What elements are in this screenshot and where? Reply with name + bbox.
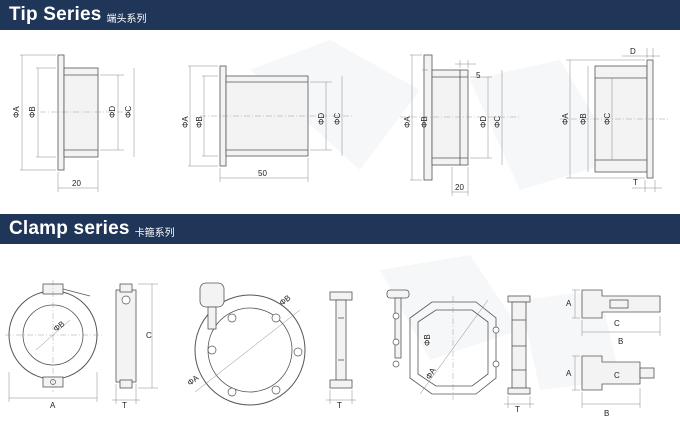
tip-drawing-3: ΦA ΦB ΦD ΦC 5 20 bbox=[400, 54, 520, 196]
dim-phi-c: ΦC bbox=[493, 116, 502, 128]
clamp-drawing-3-front: ΦB ΦA bbox=[386, 289, 500, 400]
dim-phi-d: ΦD bbox=[479, 116, 488, 128]
dim-phi-c: ΦC bbox=[603, 113, 612, 125]
clamp-series-banner: Clamp series 卡箍系列 bbox=[0, 214, 680, 244]
clamp-series-subtitle: 卡箍系列 bbox=[134, 227, 175, 239]
clamp-drawing-4-top: A C B bbox=[566, 289, 661, 346]
tip-drawing-4: ΦA ΦB ΦC D T bbox=[560, 47, 670, 192]
tip-series-banner: Tip Series 端头系列 bbox=[0, 0, 680, 30]
tip-series-drawings: ΦA ΦB ΦD ΦC 20 ΦA ΦB bbox=[12, 40, 670, 196]
dim-phi-b: ΦB bbox=[28, 106, 37, 118]
dim-d: D bbox=[630, 47, 636, 56]
tip-series-subtitle: 端头系列 bbox=[106, 13, 147, 25]
dim-phi-b: ΦB bbox=[278, 293, 293, 307]
clamp-drawing-2-front: ΦB ΦA bbox=[186, 282, 306, 406]
dim-gap-5: 5 bbox=[476, 71, 481, 80]
dim-t: T bbox=[633, 178, 638, 187]
watermark-logo bbox=[250, 40, 620, 190]
tip-drawing-1: ΦA ΦB ΦD ΦC 20 bbox=[12, 54, 135, 192]
dim-c: C bbox=[614, 371, 620, 380]
tip-series-title: Tip Series bbox=[9, 4, 102, 25]
clamp-drawing-2-side: T bbox=[326, 291, 356, 410]
dim-phi-a: ΦA bbox=[181, 116, 190, 128]
dim-phi-a: ΦA bbox=[403, 116, 412, 128]
dim-phi-b: ΦB bbox=[579, 113, 588, 125]
dim-a: A bbox=[566, 299, 572, 308]
dim-t: T bbox=[337, 401, 342, 410]
dim-a: A bbox=[566, 369, 572, 378]
clamp-drawing-4-bottom: A C B bbox=[566, 355, 655, 418]
dim-phi-c: ΦC bbox=[124, 106, 133, 118]
dim-b: B bbox=[618, 337, 623, 346]
dim-a: A bbox=[50, 401, 56, 410]
tip-drawing-2: ΦA ΦB ΦD ΦC 50 bbox=[181, 65, 352, 182]
clamp-series-title: Clamp series bbox=[9, 218, 130, 239]
dim-phi-c: ΦC bbox=[333, 113, 342, 125]
dim-phi-b: ΦB bbox=[423, 334, 432, 346]
dim-t: T bbox=[515, 405, 520, 414]
dim-phi-b: ΦB bbox=[195, 116, 204, 128]
dim-c: C bbox=[614, 319, 620, 328]
dim-b: B bbox=[604, 409, 609, 418]
dim-phi-b: ΦB bbox=[420, 116, 429, 128]
dim-length-50: 50 bbox=[258, 169, 267, 178]
dim-phi-a: ΦA bbox=[561, 113, 570, 125]
dim-phi-d: ΦD bbox=[108, 106, 117, 118]
dim-phi-a: ΦA bbox=[424, 366, 438, 381]
dim-phi-a: ΦA bbox=[186, 373, 201, 388]
dim-t: T bbox=[122, 401, 127, 410]
clamp-series-drawings: ΦB A C T bbox=[5, 255, 661, 418]
clamp-drawing-3-side: T bbox=[504, 295, 534, 414]
dim-phi-d: ΦD bbox=[317, 113, 326, 125]
dim-c: C bbox=[146, 331, 152, 340]
clamp-drawing-1-front: ΦB A bbox=[5, 280, 104, 410]
dim-length-20: 20 bbox=[72, 179, 81, 188]
dim-phi-a: ΦA bbox=[12, 106, 21, 118]
clamp-drawing-1-side: C T bbox=[112, 283, 158, 410]
dim-length-20: 20 bbox=[455, 183, 464, 192]
